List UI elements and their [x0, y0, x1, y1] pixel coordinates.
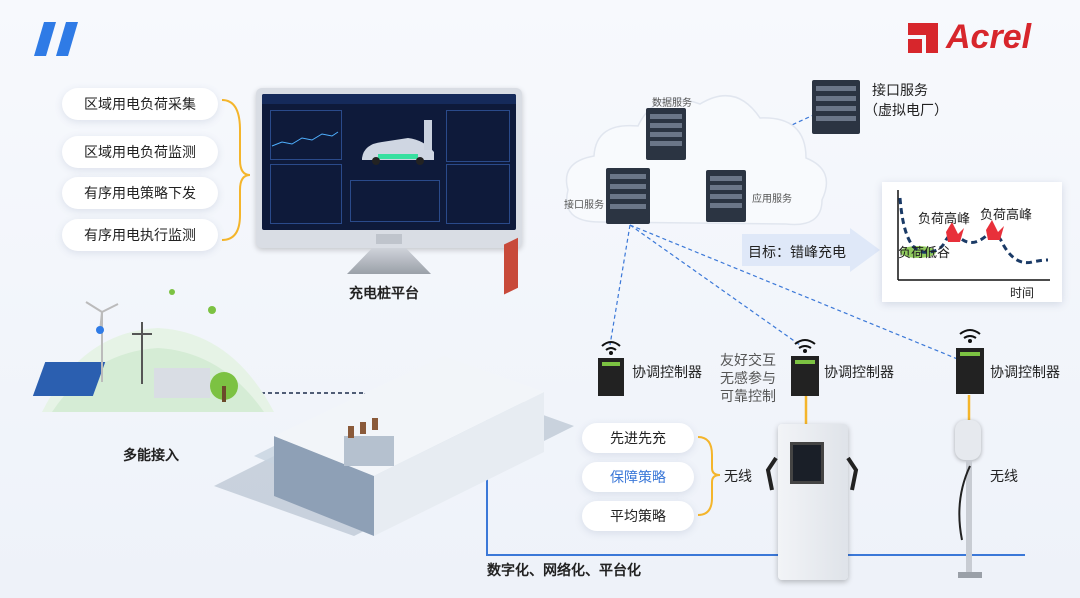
ac-wallbox — [955, 420, 981, 460]
logo-text: Acrel — [946, 18, 1032, 56]
decorative-slash-icon — [34, 22, 78, 56]
app-server-icon — [706, 170, 746, 222]
vpp-title: 接口服务 — [872, 83, 928, 99]
feature-friendly: 友好交互 — [720, 353, 776, 369]
app-service-label: 应用服务 — [752, 194, 792, 205]
strategy-average: 平均策略 — [582, 501, 694, 531]
multi-energy-scene — [32, 272, 274, 420]
list-item-execution-monitoring: 有序用电执行监测 — [62, 219, 218, 251]
peak1-label: 负荷高峰 — [918, 212, 971, 227]
feature-reliable: 可靠控制 — [720, 389, 776, 405]
x-axis-label: 时间 — [1010, 286, 1035, 300]
dc-charger — [778, 424, 848, 580]
vpp-subtitle: （虚拟电厂） — [864, 103, 948, 119]
goal-text: 目标：错峰充电 — [748, 245, 846, 261]
list-item-strategy-issue: 有序用电策略下发 — [62, 177, 218, 209]
platform-label: 充电桩平台 — [349, 286, 419, 302]
list-item-load-monitoring: 区域用电负荷监测 — [62, 136, 218, 168]
dashboard-screen — [262, 94, 516, 230]
list-item-label: 有序用电策略下发 — [84, 186, 196, 202]
interface-service-label: 接口服务 — [564, 200, 604, 211]
energy-storage-cabinet — [214, 237, 574, 546]
car-icon — [362, 138, 434, 165]
acrel-logo: Acrel — [906, 18, 1031, 57]
multi-access-label: 多能接入 — [123, 448, 179, 464]
list-item-label: 区域用电负荷采集 — [84, 97, 196, 113]
controller-3-label: 协调控制器 — [990, 365, 1060, 381]
acrel-logo-icon — [908, 22, 938, 53]
peak2-label: 负荷高峰 — [980, 208, 1033, 223]
data-service-label: 数据服务 — [652, 98, 692, 109]
strategy-first-come: 先进先充 — [582, 423, 694, 453]
monitor — [256, 88, 522, 248]
charger-guns-icon — [765, 456, 859, 491]
data-server-icon — [646, 108, 686, 160]
valley-label: 负荷低谷 — [898, 246, 951, 261]
interface-server-icon — [606, 168, 650, 224]
strategy-label: 保障策略 — [610, 470, 666, 486]
feature-seamless: 无感参与 — [720, 371, 776, 387]
strategy-label: 先进先充 — [610, 431, 666, 447]
list-item-load-collection: 区域用电负荷采集 — [62, 88, 218, 120]
bottom-caption: 数字化、网络化、平台化 — [487, 563, 641, 579]
list-item-label: 区域用电负荷监测 — [84, 145, 196, 161]
wifi-controller-2-icon — [791, 339, 819, 396]
controller-1-label: 协调控制器 — [632, 365, 702, 381]
strategy-label: 平均策略 — [610, 509, 666, 525]
wireless-label-right: 无线 — [990, 469, 1018, 485]
load-chart: 负荷高峰 负荷高峰 负荷低谷 时间 — [882, 182, 1062, 302]
wireless-label-left: 无线 — [724, 469, 752, 485]
list-item-label: 有序用电执行监测 — [84, 228, 196, 244]
goal-arrow-icon — [742, 228, 880, 272]
wifi-controller-1-icon — [598, 341, 624, 396]
strategy-guarantee: 保障策略 — [582, 462, 694, 492]
vpp-server-icon — [812, 80, 860, 134]
ac-pole-icon — [958, 460, 982, 578]
wifi-controller-3-icon — [956, 329, 984, 394]
cloud-icon — [565, 95, 828, 226]
controller-2-label: 协调控制器 — [824, 365, 894, 381]
